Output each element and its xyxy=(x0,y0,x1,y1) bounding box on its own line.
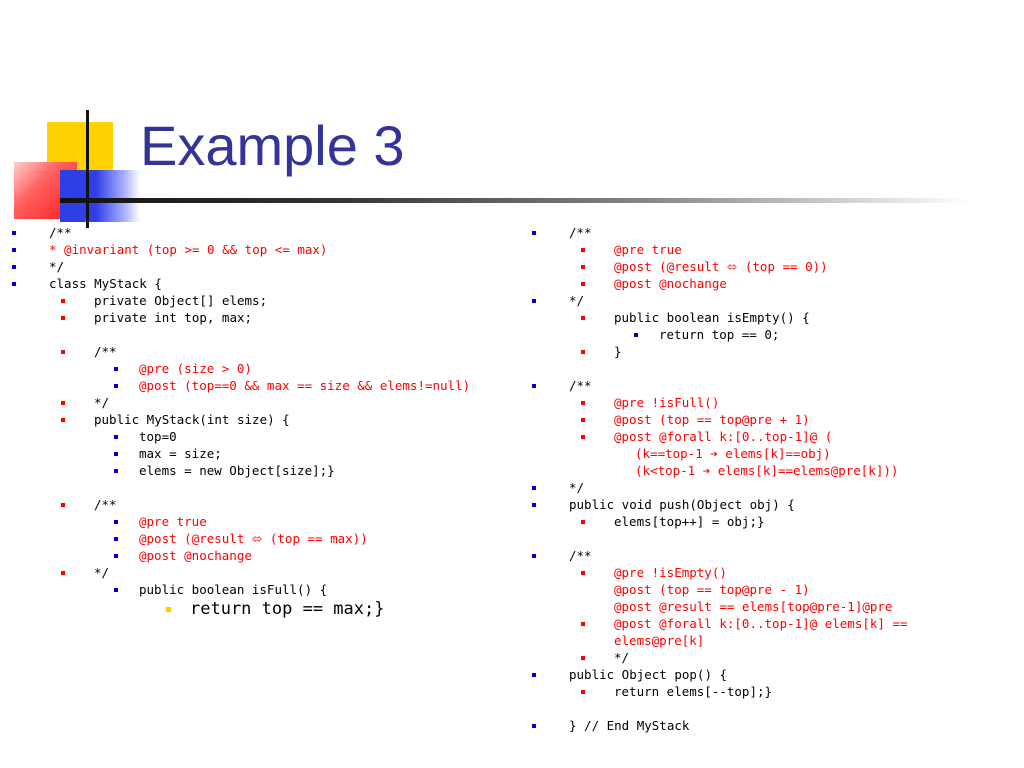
code-line: /** xyxy=(520,377,1000,394)
code-line: return elems[--top];} xyxy=(520,683,1000,700)
code-line xyxy=(520,360,1000,377)
code-line: private Object[] elems; xyxy=(0,292,480,309)
code-line: @post @forall k:[0..top-1]@ ( xyxy=(520,428,1000,445)
code-line: return top == 0; xyxy=(520,326,1000,343)
code-line: @pre true xyxy=(520,241,1000,258)
code-line: elems[top++] = obj;} xyxy=(520,513,1000,530)
code-line: @pre true xyxy=(0,513,480,530)
code-line: class MyStack { xyxy=(0,275,480,292)
code-line xyxy=(520,700,1000,717)
left-code-column: /*** @invariant (top >= 0 && top <= max)… xyxy=(0,224,480,620)
code-line: */ xyxy=(520,649,1000,666)
code-line: @post (@result ⬄ (top == 0)) xyxy=(520,258,1000,275)
code-line: public boolean isEmpty() { xyxy=(520,309,1000,326)
code-line: @post @forall k:[0..top-1]@ elems[k] == … xyxy=(520,615,1000,649)
code-line: private int top, max; xyxy=(0,309,480,326)
code-line: /** xyxy=(520,224,1000,241)
code-line: */ xyxy=(520,479,1000,496)
code-line: } xyxy=(520,343,1000,360)
code-line: @post (top==0 && max == size && elems!=n… xyxy=(0,377,480,394)
title-underline xyxy=(60,198,970,203)
code-line: @pre (size > 0) xyxy=(0,360,480,377)
code-line: (k==top-1 ➔ elems[k]==obj) xyxy=(635,446,831,461)
code-line xyxy=(520,530,1000,547)
code-line xyxy=(0,479,480,496)
deco-blue-square xyxy=(60,170,140,222)
code-line: @post (@result ⬄ (top == max)) xyxy=(0,530,480,547)
slide-title: Example 3 xyxy=(140,114,405,177)
code-line: */ xyxy=(0,394,480,411)
code-line xyxy=(0,326,480,343)
code-line: /** xyxy=(0,224,480,241)
code-line: public void push(Object obj) { xyxy=(520,496,1000,513)
code-line: */ xyxy=(520,292,1000,309)
code-line: public boolean isFull() { xyxy=(0,581,480,598)
code-line: */ xyxy=(0,258,480,275)
code-line: @pre !isFull() xyxy=(520,394,1000,411)
deco-vertical-line xyxy=(86,110,89,228)
code-line: @post @nochange xyxy=(520,275,1000,292)
code-line: max = size; xyxy=(0,445,480,462)
code-line: /** xyxy=(0,496,480,513)
code-line: public MyStack(int size) { xyxy=(0,411,480,428)
code-line: } // End MyStack xyxy=(520,717,1000,734)
code-line: * @invariant (top >= 0 && top <= max) xyxy=(0,241,480,258)
right-code-column: /**@pre true@post (@result ⬄ (top == 0))… xyxy=(520,224,1000,734)
code-line: /** xyxy=(520,547,1000,564)
code-line: public Object pop() { xyxy=(520,666,1000,683)
code-line: /** xyxy=(0,343,480,360)
code-line: top=0 xyxy=(0,428,480,445)
code-line: elems = new Object[size];} xyxy=(0,462,480,479)
code-line: return top == max;} xyxy=(0,598,480,620)
code-line: (k<top-1 ➔ elems[k]==elems@pre[k])) xyxy=(635,463,899,478)
code-line: */ xyxy=(0,564,480,581)
code-line: @post @nochange xyxy=(0,547,480,564)
code-line: @pre !isEmpty() @post (top == top@pre - … xyxy=(520,564,1000,615)
code-line: @post (top == top@pre + 1) xyxy=(520,411,1000,428)
